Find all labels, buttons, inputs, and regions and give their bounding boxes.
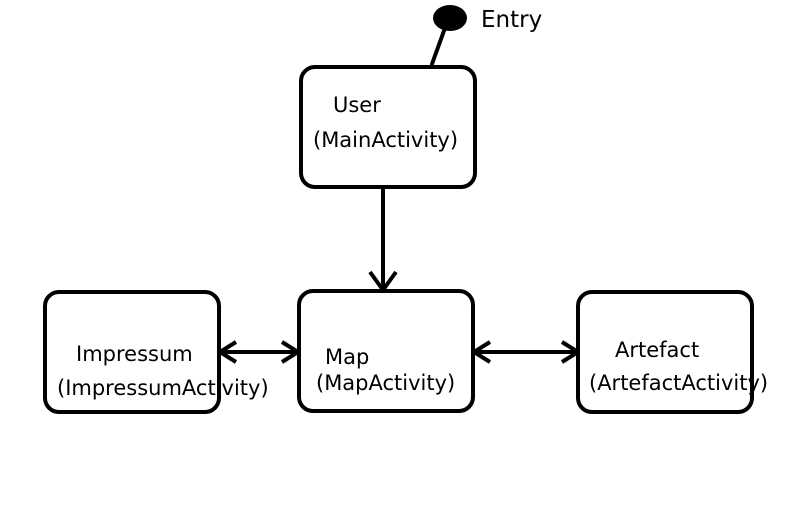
arrowhead-right-icon [560, 340, 580, 364]
edge-map-impressum [218, 340, 300, 364]
node-artefact-name: Artefact [615, 338, 699, 362]
node-artefact-activity: (ArtefactActivity) [589, 371, 768, 395]
entry-connector [430, 26, 447, 66]
edge-user-to-map [368, 189, 398, 292]
node-user-name: User [333, 93, 381, 117]
arrowhead-down-icon [368, 270, 398, 292]
node-artefact: Artefact (ArtefactActivity) [576, 290, 768, 414]
node-user: User (MainActivity) [299, 65, 477, 189]
node-impressum-activity: (ImpressumActivity) [57, 376, 269, 400]
node-impressum: Impressum (ImpressumActivity) [43, 290, 269, 414]
arrowhead-right-icon [280, 340, 300, 364]
node-user-activity: (MainActivity) [313, 128, 458, 152]
node-user-box [299, 65, 477, 189]
node-map-name: Map [325, 345, 369, 369]
entry-point-icon [433, 5, 467, 31]
node-map: Map (MapActivity) [297, 289, 475, 413]
arrowhead-left-icon [472, 340, 492, 364]
node-impressum-name: Impressum [76, 342, 193, 366]
node-map-activity: (MapActivity) [316, 371, 455, 395]
entry-label: Entry [481, 7, 542, 33]
arrowhead-left-icon [218, 340, 238, 364]
edge-map-artefact [472, 340, 580, 364]
